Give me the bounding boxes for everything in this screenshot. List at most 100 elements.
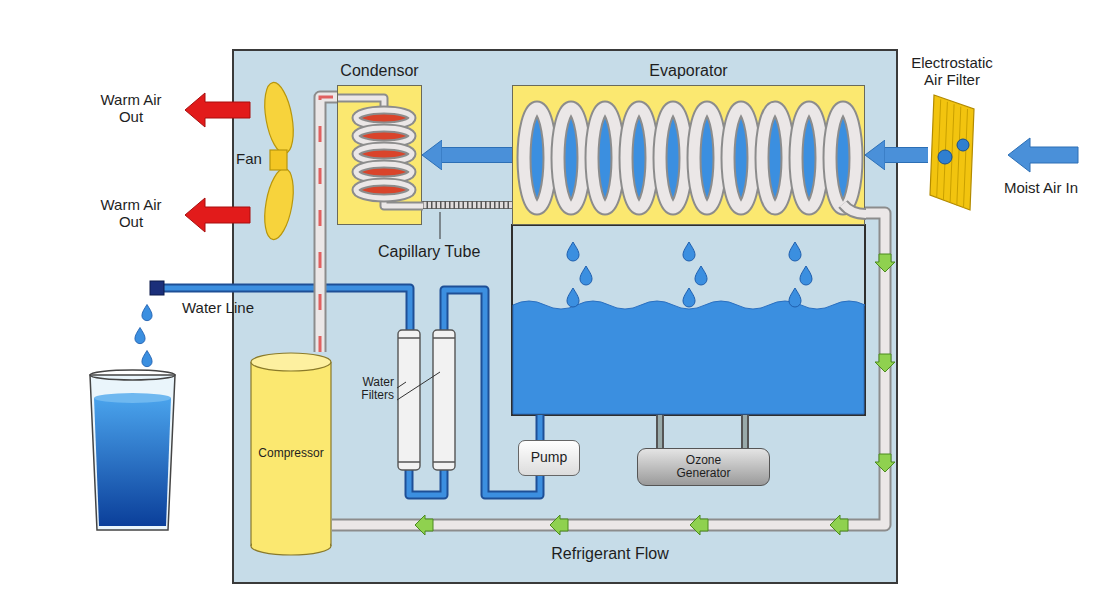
part-label: Capillary Tube bbox=[378, 243, 510, 261]
air-flow-arrow bbox=[442, 155, 512, 156]
cond-drawing bbox=[356, 182, 412, 198]
evap-drawing bbox=[796, 108, 822, 208]
leader-line bbox=[397, 382, 406, 388]
air-flow-arrow bbox=[885, 147, 928, 163]
water-drops bbox=[683, 288, 695, 307]
evap-drawing bbox=[830, 108, 856, 208]
water-pipes bbox=[158, 288, 540, 495]
air-flow-arrow bbox=[442, 148, 512, 162]
evap-drawing bbox=[843, 204, 866, 214]
cond-drawing bbox=[338, 98, 423, 206]
leader-line bbox=[397, 212, 440, 400]
water-pipes bbox=[660, 415, 745, 448]
part-label: Water Line bbox=[182, 300, 292, 317]
evap-drawing bbox=[796, 108, 822, 208]
filt-drawing bbox=[930, 95, 974, 210]
refrigerant-pipe bbox=[320, 97, 337, 352]
water-drops bbox=[800, 266, 812, 285]
evap-drawing bbox=[524, 108, 550, 208]
flow-arrows bbox=[830, 515, 848, 535]
water-drops bbox=[695, 266, 707, 285]
refrigerant-pipe bbox=[422, 205, 512, 206]
moist-air-arrow bbox=[1008, 138, 1078, 172]
evap-drawing bbox=[843, 204, 866, 214]
filt-drawing bbox=[964, 109, 968, 208]
evap-drawing bbox=[626, 108, 652, 208]
glass-drops bbox=[135, 328, 145, 344]
flow-arrows bbox=[875, 254, 895, 272]
part-label: Compressor bbox=[258, 447, 323, 460]
label-holder: Refrigerant Flow bbox=[530, 545, 690, 563]
label-holder: Moist Air In bbox=[988, 180, 1094, 197]
refrigerant-pipe bbox=[332, 213, 885, 525]
flow-arrows bbox=[415, 254, 895, 535]
flow-arrows bbox=[550, 515, 568, 535]
shape-outline bbox=[513, 86, 866, 226]
glass-drops bbox=[142, 351, 152, 367]
condenser-box: Condensor bbox=[337, 85, 422, 225]
cond-drawing bbox=[338, 98, 423, 206]
refrigerant-pipe bbox=[332, 213, 885, 525]
glass-drops bbox=[142, 305, 152, 321]
flow-label: Refrigerant Flow bbox=[530, 545, 690, 563]
water-tank bbox=[512, 225, 865, 415]
water-drops bbox=[683, 242, 695, 261]
part-heading: Condensor bbox=[340, 62, 418, 80]
evap-drawing bbox=[762, 108, 788, 208]
fan bbox=[260, 80, 298, 241]
evap-drawing bbox=[660, 108, 686, 208]
water-drops bbox=[789, 242, 801, 261]
fan bbox=[260, 80, 298, 155]
flow-arrows bbox=[875, 354, 895, 372]
part-heading: Evaporator bbox=[649, 62, 727, 80]
ozone-generator-box: Ozone Generator bbox=[637, 448, 770, 486]
cyl-drawing bbox=[251, 353, 331, 555]
leader-line bbox=[397, 372, 440, 400]
compressor-cylinder: Compressor bbox=[250, 352, 332, 556]
glass bbox=[90, 370, 175, 530]
evaporator-box: Evaporator bbox=[512, 85, 865, 225]
water-filter bbox=[398, 330, 420, 470]
refrigerant-pipe bbox=[422, 201, 512, 209]
glass bbox=[94, 393, 171, 403]
water-drops bbox=[567, 288, 579, 307]
evap-drawing bbox=[762, 108, 788, 208]
cyl-drawing bbox=[252, 362, 330, 545]
water-tank bbox=[513, 301, 865, 414]
cyl-drawing bbox=[251, 362, 331, 546]
water-drops bbox=[567, 242, 812, 307]
filt-drawing bbox=[957, 139, 969, 151]
cond-drawing bbox=[338, 98, 423, 206]
air-label: Warm Air Out bbox=[88, 197, 174, 231]
air-filter: Electrostatic Air Filter bbox=[928, 95, 976, 210]
glass-drops bbox=[135, 305, 152, 367]
label-holder: Warm Air Out bbox=[88, 92, 174, 126]
evap-drawing bbox=[626, 108, 652, 208]
part-heading: Electrostatic Air Filter bbox=[902, 55, 1002, 89]
leader-line bbox=[440, 212, 441, 239]
flow-arrows bbox=[415, 515, 433, 535]
pump-box: Pump bbox=[518, 440, 580, 476]
water-pipes bbox=[158, 288, 540, 495]
water-tank bbox=[512, 225, 865, 415]
evap-drawing bbox=[558, 108, 584, 208]
glass bbox=[94, 398, 171, 526]
water-pipes bbox=[660, 415, 745, 448]
heading-holder: Condensor bbox=[340, 62, 418, 80]
air-label: Warm Air Out bbox=[88, 92, 174, 126]
water-drops bbox=[567, 242, 579, 261]
shape-outline bbox=[928, 95, 976, 210]
flow-arrows bbox=[875, 454, 895, 472]
fan bbox=[260, 166, 298, 241]
evap-drawing bbox=[728, 108, 754, 208]
part-label: Water Filters bbox=[338, 376, 394, 403]
refrigerant-pipe bbox=[332, 213, 885, 525]
shape-outline bbox=[338, 86, 423, 226]
cond-drawing bbox=[356, 182, 412, 198]
water-drops bbox=[580, 266, 592, 285]
refrigerant-pipe bbox=[422, 201, 512, 209]
filt-drawing bbox=[957, 107, 961, 206]
glass bbox=[90, 370, 175, 380]
refrigerant-pipe bbox=[320, 97, 337, 352]
evap-drawing bbox=[728, 108, 754, 208]
